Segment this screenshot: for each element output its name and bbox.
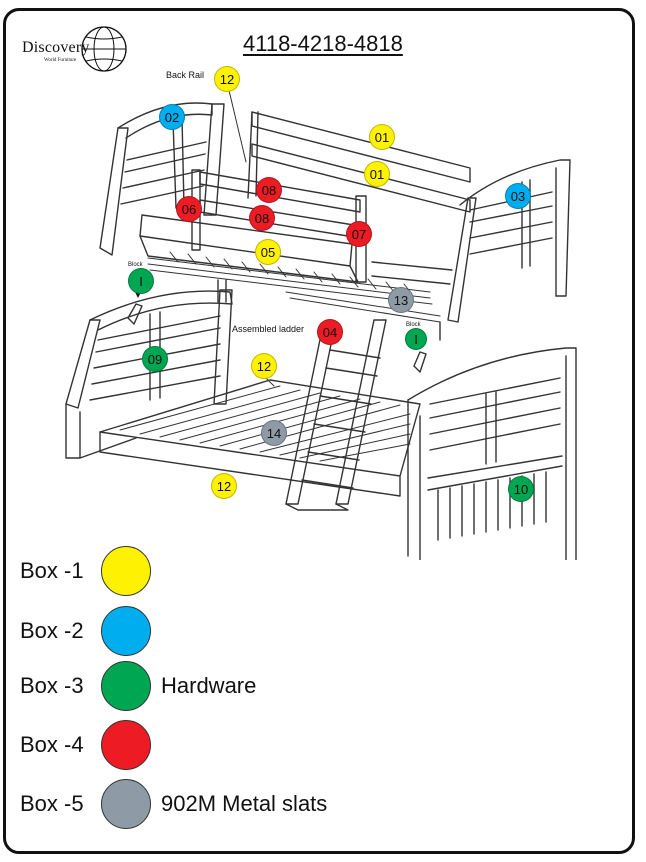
globe-icon xyxy=(81,26,127,72)
part-badge: 06 xyxy=(176,196,202,222)
part-badge: 03 xyxy=(505,183,531,209)
legend-row-box3: Box -3 Hardware xyxy=(20,661,256,711)
assembled-ladder-label: Assembled ladder xyxy=(232,324,305,334)
back-rail-label: Back Rail xyxy=(166,70,205,80)
support-posts xyxy=(217,279,441,341)
page-frame xyxy=(3,8,635,854)
model-number: 4118-4218-4818 xyxy=(243,31,403,56)
lower-right-end-panel xyxy=(407,347,577,560)
part-badge: 10 xyxy=(508,476,534,502)
legend-row-box5: Box -5 902M Metal slats xyxy=(20,779,327,829)
part-badge: 14 xyxy=(261,420,287,446)
part-badge: 05 xyxy=(255,239,281,265)
legend-row-box2: Box -2 xyxy=(20,606,161,656)
part-badge: 08 xyxy=(256,177,282,203)
part-badge: 12 xyxy=(214,66,240,92)
block-badge-left: I xyxy=(128,268,154,294)
legend-row-box1: Box -1 xyxy=(20,546,161,596)
part-badge: 09 xyxy=(142,346,168,372)
legend-row-box4: Box -4 xyxy=(20,720,161,770)
legend-note: Hardware xyxy=(161,673,257,698)
part-badge: 04 xyxy=(317,319,343,345)
part-badge: 12 xyxy=(251,353,277,379)
legend-label: Box -3 xyxy=(20,673,84,698)
lower-bed-frame xyxy=(99,379,421,497)
legend-label: Box -1 xyxy=(20,558,84,583)
legend-swatch xyxy=(101,546,151,596)
upper-side-rail xyxy=(139,214,359,283)
legend-label: Box -2 xyxy=(20,618,84,643)
logo-subtitle: World Furniture xyxy=(44,58,77,63)
part-badge: 08 xyxy=(249,205,275,231)
part-badge: 01 xyxy=(369,124,395,150)
part-badge: 07 xyxy=(346,221,372,247)
block-label-right: Block xyxy=(406,322,421,328)
upper-right-end-panel xyxy=(447,159,571,323)
legend-swatch xyxy=(101,779,151,829)
part-badge: 02 xyxy=(159,104,185,130)
legend-swatch xyxy=(101,661,151,711)
block-label-left: Block xyxy=(128,262,143,268)
legend-swatch xyxy=(101,720,151,770)
upper-slats xyxy=(147,251,441,323)
block-badge-right: I xyxy=(405,328,427,350)
part-badge: 01 xyxy=(364,161,390,187)
blocks xyxy=(127,303,427,373)
legend-label: Box -5 xyxy=(20,791,84,816)
upper-left-end-panel xyxy=(99,102,225,256)
part-badge: 12 xyxy=(211,473,237,499)
ladder xyxy=(285,319,387,511)
legend-swatch xyxy=(101,606,151,656)
bunk-bed-exploded-diagram xyxy=(65,85,577,560)
brand-logo: Discovery World Furniture xyxy=(20,25,136,75)
legend-label: Box -4 xyxy=(20,732,84,757)
upper-back-rails xyxy=(247,111,471,213)
part-badge: 13 xyxy=(388,287,414,313)
legend-note: 902M Metal slats xyxy=(161,791,328,816)
logo-text: Discovery xyxy=(22,39,90,56)
